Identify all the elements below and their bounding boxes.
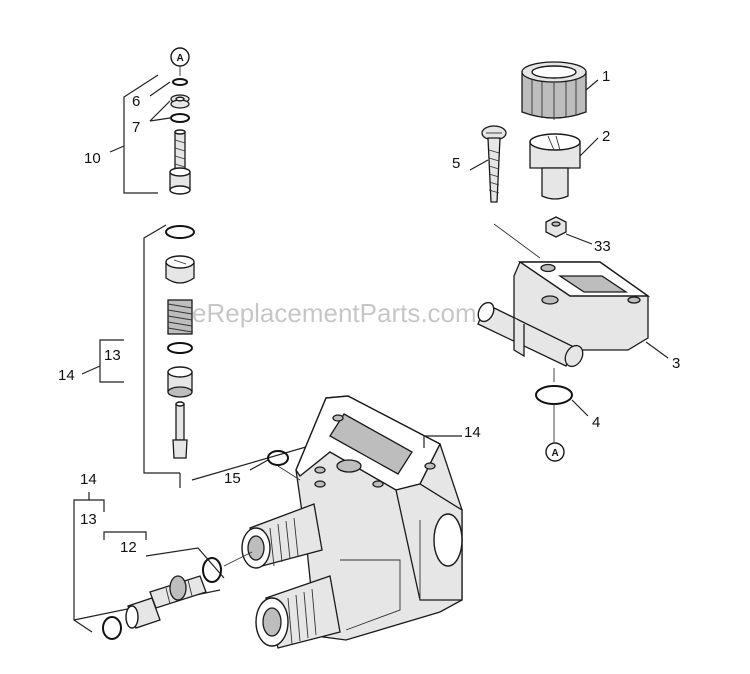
o-ring-15 xyxy=(267,450,289,466)
o-ring-7 xyxy=(170,113,190,123)
circle-marker-bottom: A xyxy=(545,442,565,462)
valve-pin xyxy=(172,401,188,459)
o-ring-stack-1 xyxy=(165,225,195,239)
svg-text:A: A xyxy=(177,53,184,64)
leader-3 xyxy=(645,341,669,359)
o-ring-6 xyxy=(172,78,188,86)
bracket-10 xyxy=(123,74,159,194)
label-2: 2 xyxy=(602,128,610,145)
label-10: 10 xyxy=(84,150,101,167)
leader-6 xyxy=(149,81,171,97)
leader-2 xyxy=(579,137,599,157)
label-13b: 13 xyxy=(80,511,97,528)
valve-lower xyxy=(125,575,207,629)
circle-marker-top: A xyxy=(170,47,190,67)
leader-7a xyxy=(149,100,171,122)
bracket-13-stack xyxy=(143,224,180,474)
svg-text:A: A xyxy=(552,448,559,459)
unloader-body-3 xyxy=(477,261,651,368)
label-13a: 13 xyxy=(104,347,121,364)
leader-14a xyxy=(81,365,101,375)
valve-cap xyxy=(165,255,195,284)
leader-7b xyxy=(149,117,171,122)
valve-spring xyxy=(167,299,193,335)
label-12: 12 xyxy=(120,539,137,556)
label-7: 7 xyxy=(132,119,140,136)
knob-1 xyxy=(521,61,587,120)
bracket-12-leader xyxy=(145,547,225,579)
valve-stem-10 xyxy=(169,129,191,195)
bracket-14-housing xyxy=(423,435,462,448)
axis-lower xyxy=(223,551,253,567)
bracket-13-left xyxy=(99,339,124,383)
label-1: 1 xyxy=(602,68,610,85)
adjust-cap-2 xyxy=(529,133,581,200)
leader-1 xyxy=(585,79,599,91)
label-14b-group: 14 xyxy=(80,471,97,488)
pump-housing xyxy=(241,395,463,649)
leader-5 xyxy=(469,159,489,171)
backup-ring-7 xyxy=(170,94,190,109)
o-ring-4 xyxy=(535,385,573,405)
leader-33 xyxy=(565,233,593,245)
leader-10 xyxy=(109,145,125,153)
leader-15 xyxy=(249,459,269,471)
axis-15 xyxy=(277,465,301,481)
o-ring-lower-right xyxy=(202,557,222,583)
label-3: 3 xyxy=(672,355,680,372)
leader-4 xyxy=(571,399,589,417)
nut-33 xyxy=(545,216,567,238)
label-4: 4 xyxy=(592,414,600,431)
valve-seat xyxy=(167,366,193,398)
label-14b: 14 xyxy=(80,471,97,488)
o-ring-lower-left xyxy=(102,616,122,640)
label-5: 5 xyxy=(452,155,460,172)
screw-axis xyxy=(493,223,541,259)
label-33: 33 xyxy=(594,238,611,255)
label-14c: 14 xyxy=(464,424,481,441)
label-15: 15 xyxy=(224,470,241,487)
bracket-13-lower xyxy=(73,512,93,633)
watermark-text: eReplacementParts.com xyxy=(192,298,477,328)
o-ring-stack-2 xyxy=(167,342,193,354)
label-14a: 14 xyxy=(58,367,75,384)
label-6: 6 xyxy=(132,93,140,110)
bracket-12 xyxy=(103,531,147,540)
screw-5 xyxy=(481,125,507,203)
